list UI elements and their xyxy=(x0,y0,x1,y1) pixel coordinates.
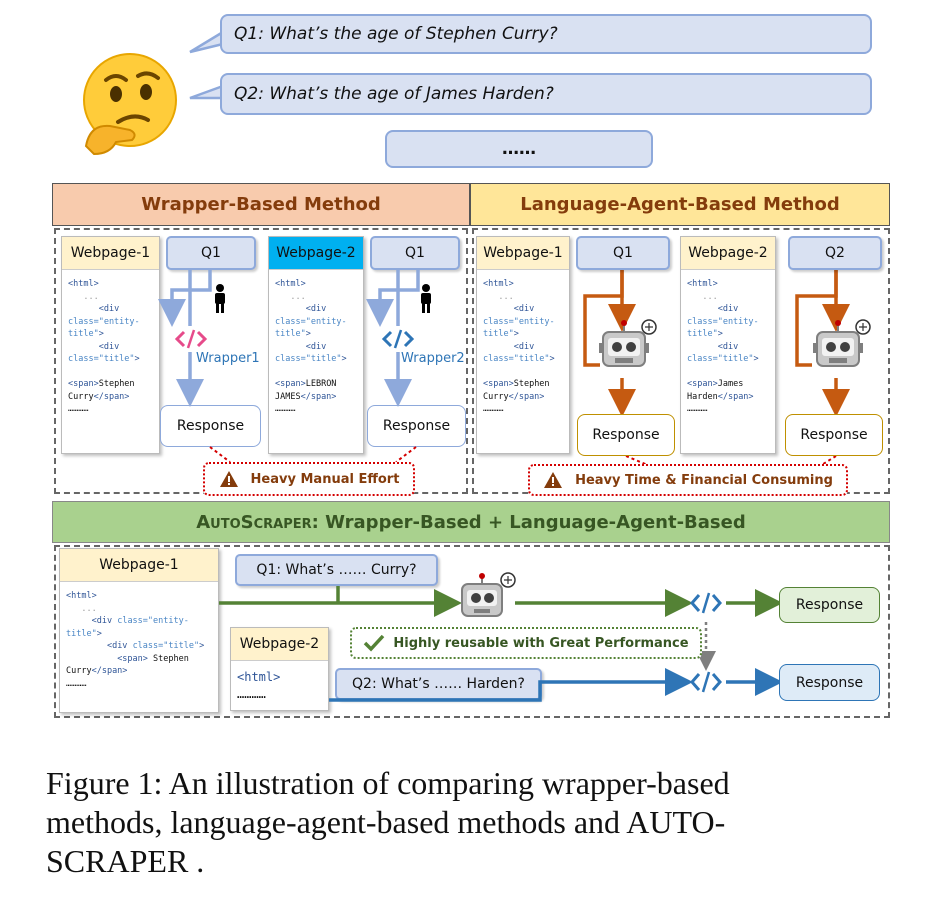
question-bubble-1: Q1: What’s the age of Stephen Curry? xyxy=(220,14,872,54)
auto-q2-text: Q2: What’s …… Harden? xyxy=(352,676,525,692)
question-bubble-2: Q2: What’s the age of James Harden? xyxy=(220,73,872,115)
robot-icon xyxy=(813,319,871,367)
time-cost-warning: Heavy Time & Financial Consuming xyxy=(528,464,848,496)
webpage-title: Webpage-2 xyxy=(231,628,328,661)
robot-icon xyxy=(599,319,657,367)
manual-effort-warning: Heavy Manual Effort xyxy=(203,462,415,496)
wrapper-response-2: Response xyxy=(367,405,466,447)
agent-q2-box: Q2 xyxy=(788,236,882,270)
wrapper-q1-box-a: Q1 xyxy=(166,236,256,270)
wrapper-webpage-1: Webpage-1 <html> ... <div class="entity-… xyxy=(61,236,160,454)
wrapper-arrows xyxy=(158,270,850,467)
auto-q1-box: Q1: What’s …… Curry? xyxy=(235,554,438,586)
agent-response-2: Response xyxy=(785,414,883,456)
agent-response-1: Response xyxy=(577,414,675,456)
autoscraper-title-rest: : Wrapper-Based + Language-Agent-Based xyxy=(311,511,746,533)
autoscraper-name: AutoScraper xyxy=(196,511,312,533)
auto-response-2: Response xyxy=(779,664,880,701)
html-snippet: <html> ... <div class="entity- title"> <… xyxy=(483,279,555,414)
thinking-face-icon xyxy=(76,50,184,158)
wrapper-method-title: Wrapper-Based Method xyxy=(141,194,381,215)
warning-text: Heavy Manual Effort xyxy=(250,471,400,487)
html-snippet: <html> ... <div class="entity- title"> <… xyxy=(66,591,205,689)
wrapper-q1-box-b: Q1 xyxy=(370,236,460,270)
question-text-2: Q2: What’s the age of James Harden? xyxy=(234,84,554,104)
html-snippet: <html> ... <div class="entity- title"> <… xyxy=(68,279,140,414)
html-snippet: <html> ... <div class="entity- title"> <… xyxy=(275,279,347,414)
auto-webpage-1: Webpage-1 <html> ... <div class="entity-… xyxy=(59,548,219,713)
more-questions-text: …… xyxy=(502,139,536,159)
wrapper-webpage-2: Webpage-2 <html> ... <div class="entity-… xyxy=(268,236,364,454)
autoscraper-panel xyxy=(54,545,890,718)
autoscraper-arrows xyxy=(219,572,783,702)
more-questions-box: …… xyxy=(385,130,653,168)
code-icon-blue xyxy=(690,592,722,614)
q1-label: Q1 xyxy=(201,245,221,261)
agent-webpage-1: Webpage-1 <html> ... <div class="entity-… xyxy=(476,236,570,454)
person-icon xyxy=(215,284,225,313)
html-snippet: <html> ... <div class="entity- title"> <… xyxy=(687,279,759,414)
auto-q1-text: Q1: What’s …… Curry? xyxy=(256,562,417,578)
response-label: Response xyxy=(795,597,864,613)
caption-line-1: Figure 1: An illustration of comparing w… xyxy=(46,765,730,801)
auto-webpage-2: Webpage-2 <html> ………… xyxy=(230,627,329,711)
caption-line-3: SCRAPER . xyxy=(46,843,205,879)
webpage-title: Webpage-2 xyxy=(681,237,775,270)
response-label: Response xyxy=(800,427,868,443)
q2-label: Q2 xyxy=(825,245,845,261)
response-label: Response xyxy=(176,418,245,434)
webpage-title: Webpage-1 xyxy=(60,549,218,582)
code-icon-blue xyxy=(381,326,415,352)
webpage-title: Webpage-2 xyxy=(269,237,363,270)
agent-q1-box: Q1 xyxy=(576,236,670,270)
q1-label: Q1 xyxy=(405,245,425,261)
wrapper2-label: Wrapper2 xyxy=(401,351,465,366)
q1-label: Q1 xyxy=(613,245,633,261)
response-label: Response xyxy=(795,674,864,691)
code-icon-blue xyxy=(690,671,722,693)
reusable-text: Highly reusable with Great Performance xyxy=(393,635,689,651)
warning-icon xyxy=(219,471,238,487)
wrapper-method-header: Wrapper-Based Method xyxy=(52,183,470,226)
warning-text: Heavy Time & Financial Consuming xyxy=(575,472,833,488)
agent-method-title: Language-Agent-Based Method xyxy=(520,194,840,215)
robot-icon xyxy=(461,572,516,617)
html-snippet: <html> ………… xyxy=(237,670,281,701)
webpage-title: Webpage-1 xyxy=(477,237,569,270)
code-icon-red xyxy=(174,326,208,352)
figure-caption: Figure 1: An illustration of comparing w… xyxy=(46,764,906,881)
agent-webpage-2: Webpage-2 <html> ... <div class="entity-… xyxy=(680,236,776,454)
response-label: Response xyxy=(382,418,451,434)
person-icon xyxy=(421,284,431,313)
warning-icon xyxy=(544,472,563,488)
auto-response-1: Response xyxy=(779,587,880,623)
response-label: Response xyxy=(592,427,660,443)
wrapper1-label: Wrapper1 xyxy=(196,351,260,366)
checkmark-icon xyxy=(364,634,385,652)
agent-method-header: Language-Agent-Based Method xyxy=(470,183,890,226)
webpage-title: Webpage-1 xyxy=(62,237,159,270)
question-text-1: Q1: What’s the age of Stephen Curry? xyxy=(234,24,558,44)
autoscraper-header: AutoScraper: Wrapper-Based + Language-Ag… xyxy=(52,501,890,543)
caption-line-2: methods, language-agent-based methods an… xyxy=(46,804,726,840)
reusable-callout: Highly reusable with Great Performance xyxy=(350,627,702,659)
